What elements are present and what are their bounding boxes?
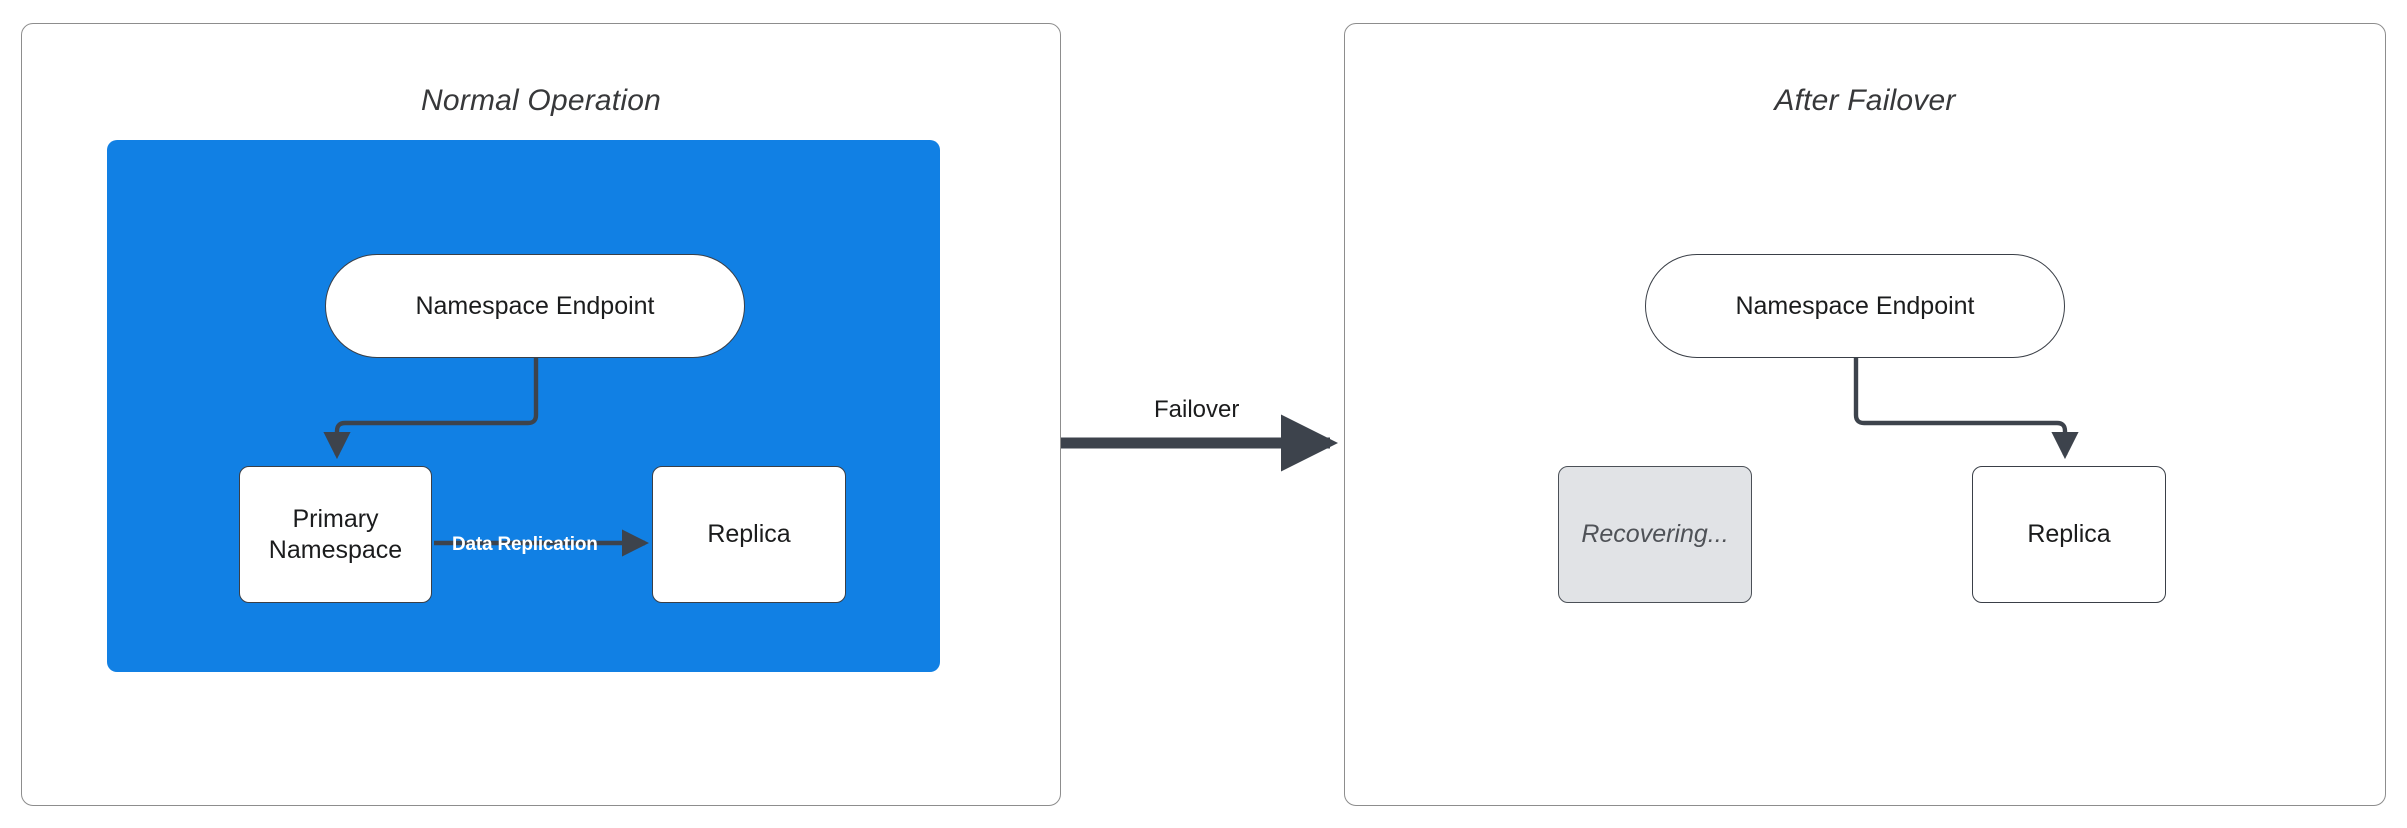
node-label: Replica: [707, 520, 791, 549]
node-replica-failover[interactable]: Replica: [1972, 466, 2166, 603]
edge-label-failover: Failover: [1154, 396, 1240, 423]
node-recovering[interactable]: Recovering...: [1558, 466, 1752, 603]
node-label: Namespace Endpoint: [1735, 291, 1975, 320]
edge-label-data-replication: Data Replication: [452, 534, 598, 555]
node-namespace-endpoint-failover[interactable]: Namespace Endpoint: [1645, 254, 2065, 358]
node-label-line2: Namespace: [268, 535, 403, 564]
node-namespace-endpoint-normal[interactable]: Namespace Endpoint: [325, 254, 745, 358]
panel-after-failover: After Failover: [1344, 23, 2386, 806]
node-label-line1: Primary: [292, 505, 379, 533]
node-label: Recovering...: [1581, 520, 1729, 549]
panel-title-after-failover: After Failover: [1774, 84, 1956, 117]
node-replica-normal[interactable]: Replica: [652, 466, 846, 603]
panel-title-normal-operation: Normal Operation: [421, 84, 661, 117]
node-label: Replica: [2027, 520, 2111, 549]
node-primary-namespace[interactable]: Primary Namespace: [239, 466, 432, 603]
node-label: Namespace Endpoint: [415, 291, 655, 320]
node-label-multiline: Primary Namespace: [269, 504, 402, 565]
